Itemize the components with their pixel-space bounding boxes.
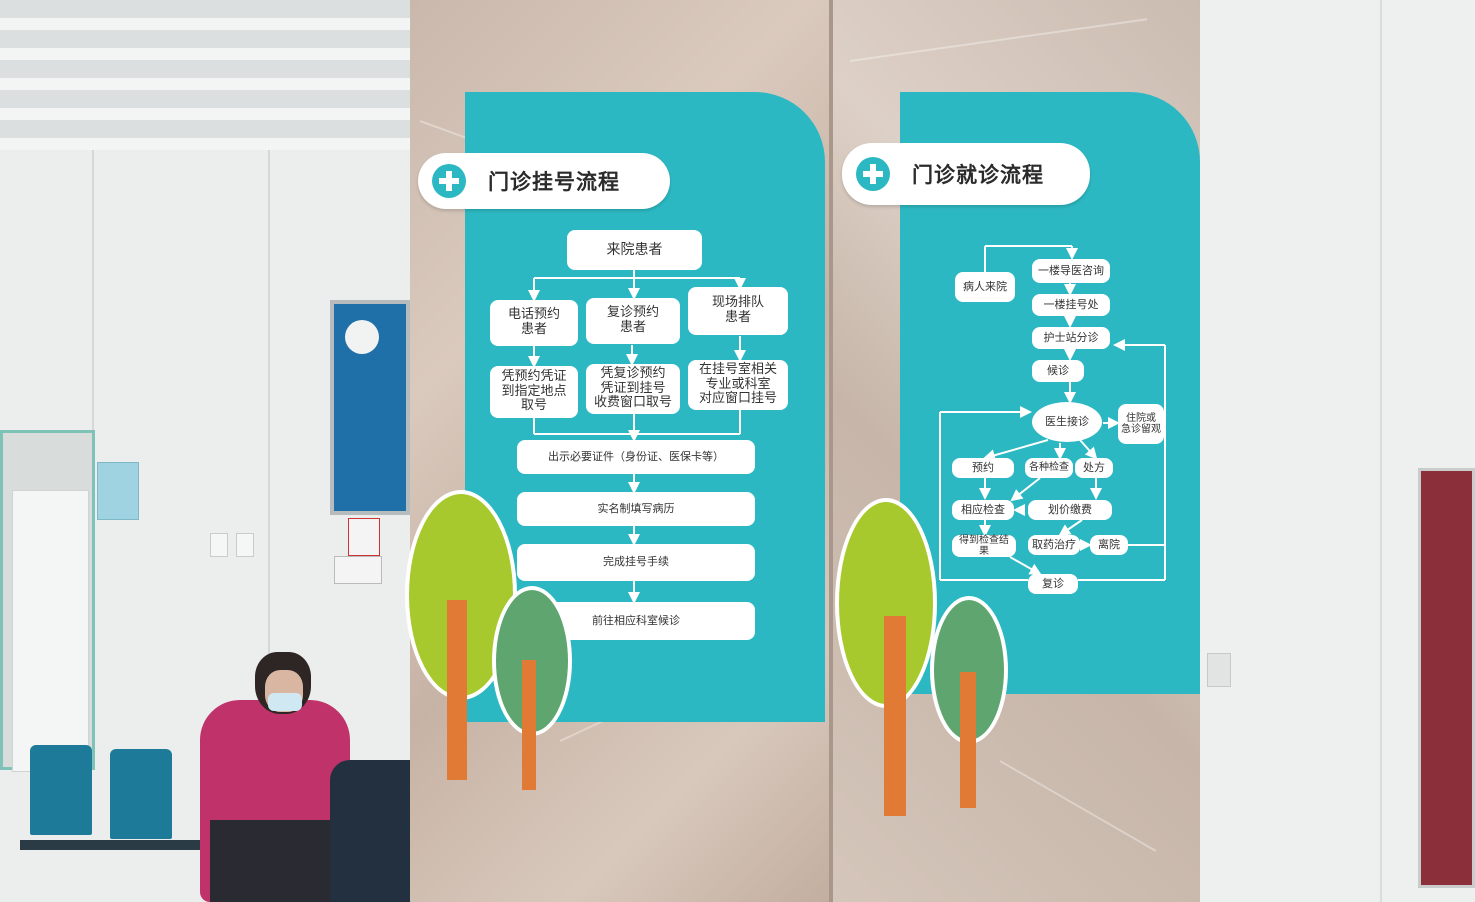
payment-box: 划价缴费 xyxy=(1028,500,1112,520)
wall-switch xyxy=(210,533,228,557)
show-id-box: 出示必要证件（身份证、医保卡等） xyxy=(517,440,755,474)
walkin-queue-box: 现场排队 患者 xyxy=(688,287,788,335)
related-exam-box: 相应检查 xyxy=(952,500,1014,520)
fire-alarm xyxy=(348,518,380,556)
tree-trunk xyxy=(960,672,976,808)
doctor-consult-oval: 医生接诊 xyxy=(1032,402,1102,442)
revisit-appointment-box: 复诊预约 患者 xyxy=(586,298,680,344)
follow-up-box: 复诊 xyxy=(1028,574,1078,594)
phone-step-box: 凭预约凭证 到指定地点 取号 xyxy=(490,366,578,418)
revisit-step-box: 凭复诊预约 凭证到挂号 收费窗口取号 xyxy=(586,364,680,414)
prescription-box: 处方 xyxy=(1075,458,1113,478)
tree-trunk xyxy=(884,616,906,816)
appointment-box: 预约 xyxy=(952,458,1014,478)
wall-switch xyxy=(236,533,254,557)
door-sign xyxy=(97,462,139,520)
registration-desk-box: 一楼挂号处 xyxy=(1032,294,1110,316)
face-mask xyxy=(268,693,302,711)
phone-appointment-box: 电话预约 患者 xyxy=(490,300,578,346)
wall-seam xyxy=(1380,0,1382,902)
registration-title: 门诊挂号流程 xyxy=(488,170,620,194)
real-name-box: 实名制填写病历 xyxy=(517,492,755,526)
medicine-treatment-box: 取药治疗 xyxy=(1028,535,1080,555)
patient-arrival-box: 来院患者 xyxy=(567,230,702,270)
visit-title-pill: 门诊就诊流程 xyxy=(842,143,1090,205)
medical-cross-icon xyxy=(432,164,466,198)
medical-cross-icon xyxy=(856,157,890,191)
examinations-box: 各种检查 xyxy=(1025,458,1073,478)
ceiling-panels xyxy=(0,0,420,150)
nurse-triage-box: 护士站分诊 xyxy=(1032,327,1110,349)
registration-title-pill: 门诊挂号流程 xyxy=(418,153,670,209)
right-poster xyxy=(1418,468,1475,888)
person-legs xyxy=(210,820,330,902)
second-person xyxy=(330,760,410,902)
exam-results-box: 得到检查结果 xyxy=(952,535,1016,557)
visit-title: 门诊就诊流程 xyxy=(912,163,1044,187)
patient-arrives-box: 病人来院 xyxy=(955,272,1015,302)
fire-alarm-box xyxy=(334,556,382,584)
tree-trunk xyxy=(522,660,536,790)
wall-seam xyxy=(268,150,270,750)
complete-registration-box: 完成挂号手续 xyxy=(517,544,755,581)
wall-plate xyxy=(1207,653,1231,687)
waiting-chairs xyxy=(30,745,390,845)
pillar-corner xyxy=(829,0,833,902)
walkin-step-box: 在挂号室相关 专业或科室 对应窗口挂号 xyxy=(688,360,788,410)
guide-consult-box: 一楼导医咨询 xyxy=(1032,259,1110,283)
lockers xyxy=(12,490,89,772)
chair xyxy=(110,749,172,839)
tree-trunk xyxy=(447,600,467,780)
hospital-logo xyxy=(345,320,379,354)
waiting-box: 候诊 xyxy=(1032,360,1084,382)
hospitalization-box: 住院或 急诊留观 xyxy=(1118,404,1164,444)
chair xyxy=(30,745,92,835)
discharge-box: 离院 xyxy=(1090,535,1128,555)
